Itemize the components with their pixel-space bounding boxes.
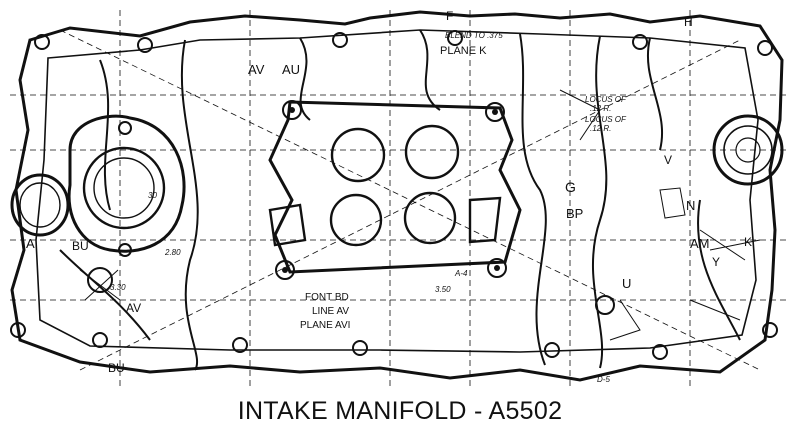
barrel-4 [403,191,457,245]
right-port-assembly [712,114,784,186]
label-y: Y [712,255,720,269]
label-plane-k: PLANE K [440,45,487,57]
left-port [268,203,307,247]
drawing-caption: INTAKE MANIFOLD - A5502 [237,397,563,425]
perimeter-bolt-bosses [10,30,778,360]
label-a: A [26,236,35,251]
barrel-2 [404,124,460,180]
label-av-top: AV [248,62,265,77]
left-outlet [10,173,70,237]
label-blend: BLEND TO .375 [445,31,503,40]
label-locus-2b: .12 R. [590,124,611,133]
label-font-bd: FONT BD [305,292,349,303]
label-line-av: LINE AV [312,306,349,317]
barrel-1 [330,127,386,183]
label-k-right: K [744,235,752,249]
label-au: AU [282,62,300,77]
label-bu-mid: BU [72,239,89,253]
label-bu-bottom: BU [108,361,125,375]
carb-barrels [268,124,502,247]
label-h: H [684,15,693,29]
label-plane-avi: PLANE AVI [300,320,350,331]
construction-lines [10,10,790,390]
manifold-drawing: BLEND TO .375 PLANE K LOCUS OF .12 R. LO… [10,9,790,390]
carburetor-pad [268,100,522,274]
label-av-lower: AV [126,301,141,315]
detail-marks [79,89,761,341]
inner-outline [35,29,759,353]
drawing-labels: BLEND TO .375 PLANE K LOCUS OF .12 R. LO… [26,9,752,384]
label-locus-2: LOCUS OF [585,115,627,124]
label-dim-d5: D-5 [597,375,610,384]
label-dim-a4: A-4 [454,269,468,278]
label-dim-280: 2.80 [164,248,181,257]
label-u: U [622,276,631,291]
label-f: F [446,9,453,23]
label-dim-30: 30 [148,191,157,200]
label-n: N [686,198,695,213]
outer-outline [10,10,784,382]
label-v: V [664,153,672,167]
label-dim-350: 3.50 [435,285,451,294]
right-port [468,196,502,244]
label-am: AM [690,236,710,251]
label-dim-330: 3.30 [110,283,126,292]
barrel-3 [329,193,383,247]
label-locus-1: LOCUS OF [585,95,627,104]
label-locus-1b: .12 R. [590,104,611,113]
manifold-svg: BLEND TO .375 PLANE K LOCUS OF .12 R. LO… [10,9,790,390]
label-bp: BP [566,206,583,221]
label-g: G [565,179,576,195]
carb-bolt-bosses [275,100,507,280]
left-port-assembly [67,114,186,257]
